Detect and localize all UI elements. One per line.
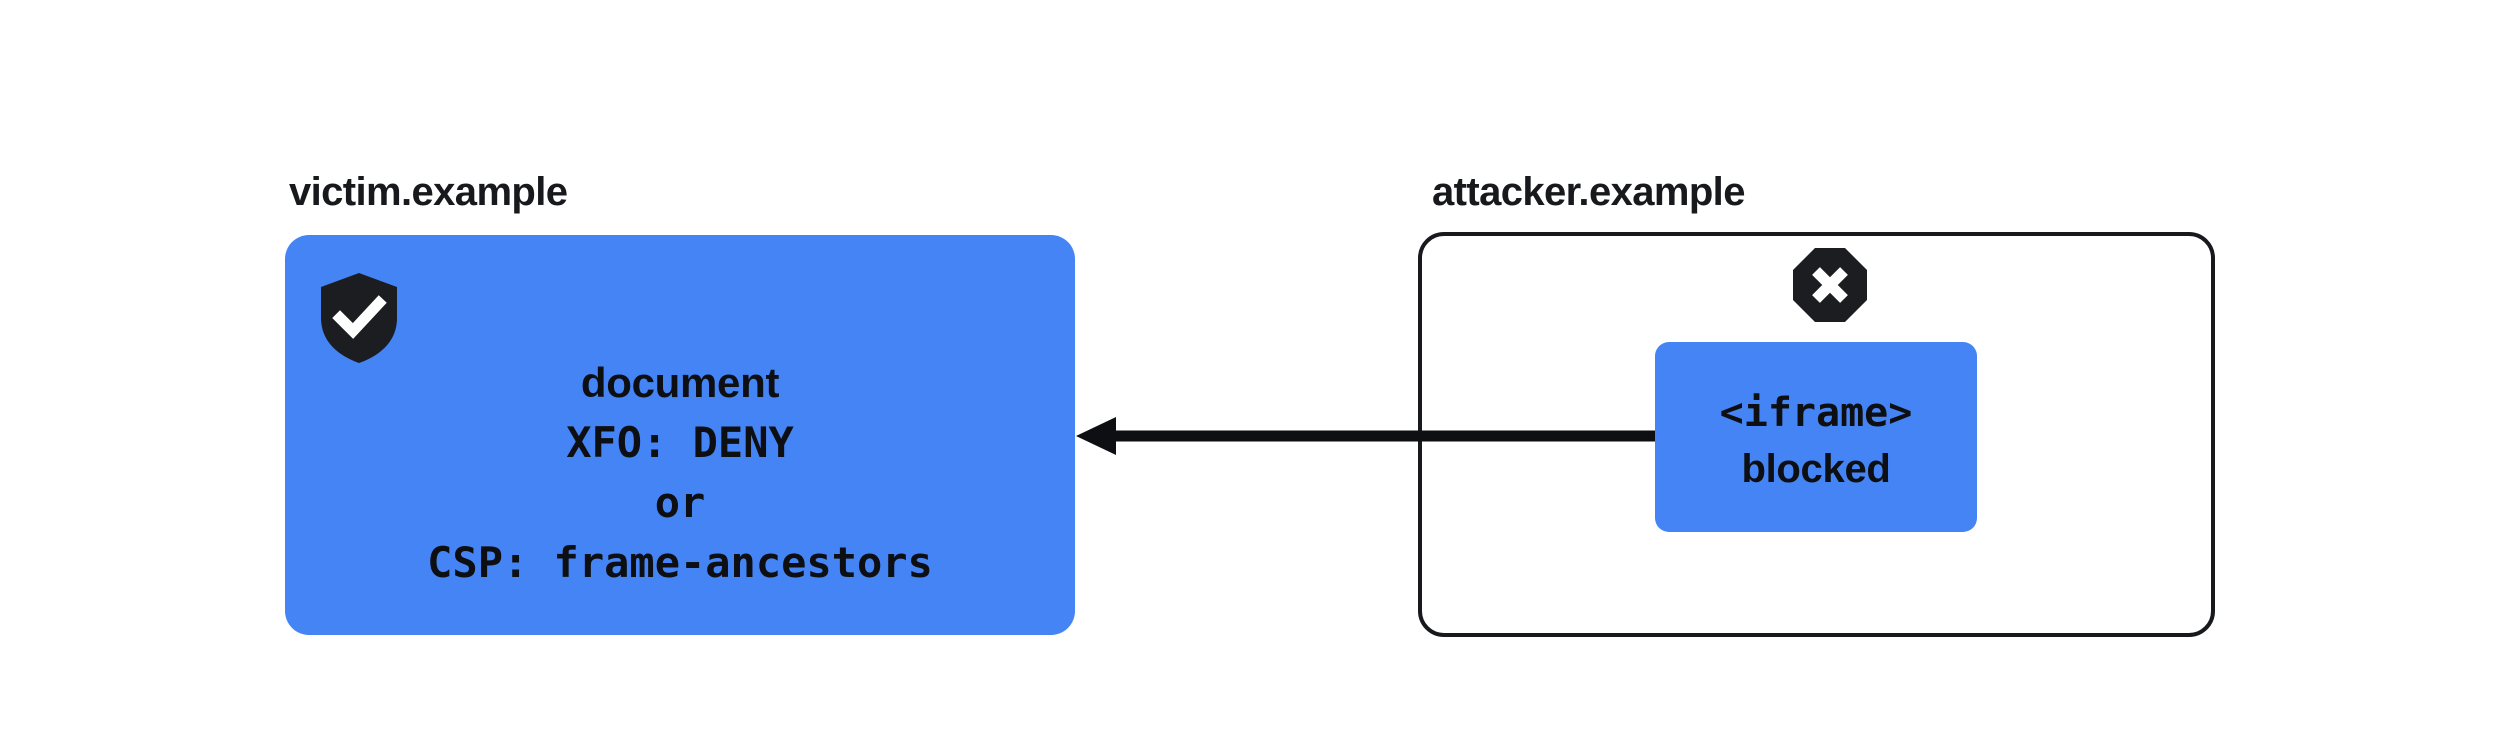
victim-line-csp: CSP: frame-ancestors [427, 538, 933, 587]
victim-document-panel: document XFO: DENY or CSP: frame-ancesto… [285, 235, 1075, 635]
attacker-origin-label: attacker.example [1432, 170, 1745, 214]
victim-line-or: or [654, 478, 706, 527]
iframe-status-text: <iframe> blocked [1655, 385, 1977, 497]
victim-line-document: document [580, 359, 780, 406]
victim-origin-label: victim.example [289, 170, 568, 214]
attacker-iframe-box: <iframe> blocked [1655, 342, 1977, 532]
victim-line-xfo: XFO: DENY [566, 418, 794, 467]
iframe-blocked-line: blocked [1741, 447, 1891, 491]
blocked-framing-arrow [1060, 410, 1680, 464]
victim-policy-text: document XFO: DENY or CSP: frame-ancesto… [285, 353, 1075, 593]
shield-check-icon [319, 272, 399, 364]
octagon-x-icon [1792, 247, 1868, 323]
iframe-tag-line: <iframe> [1719, 390, 1913, 436]
